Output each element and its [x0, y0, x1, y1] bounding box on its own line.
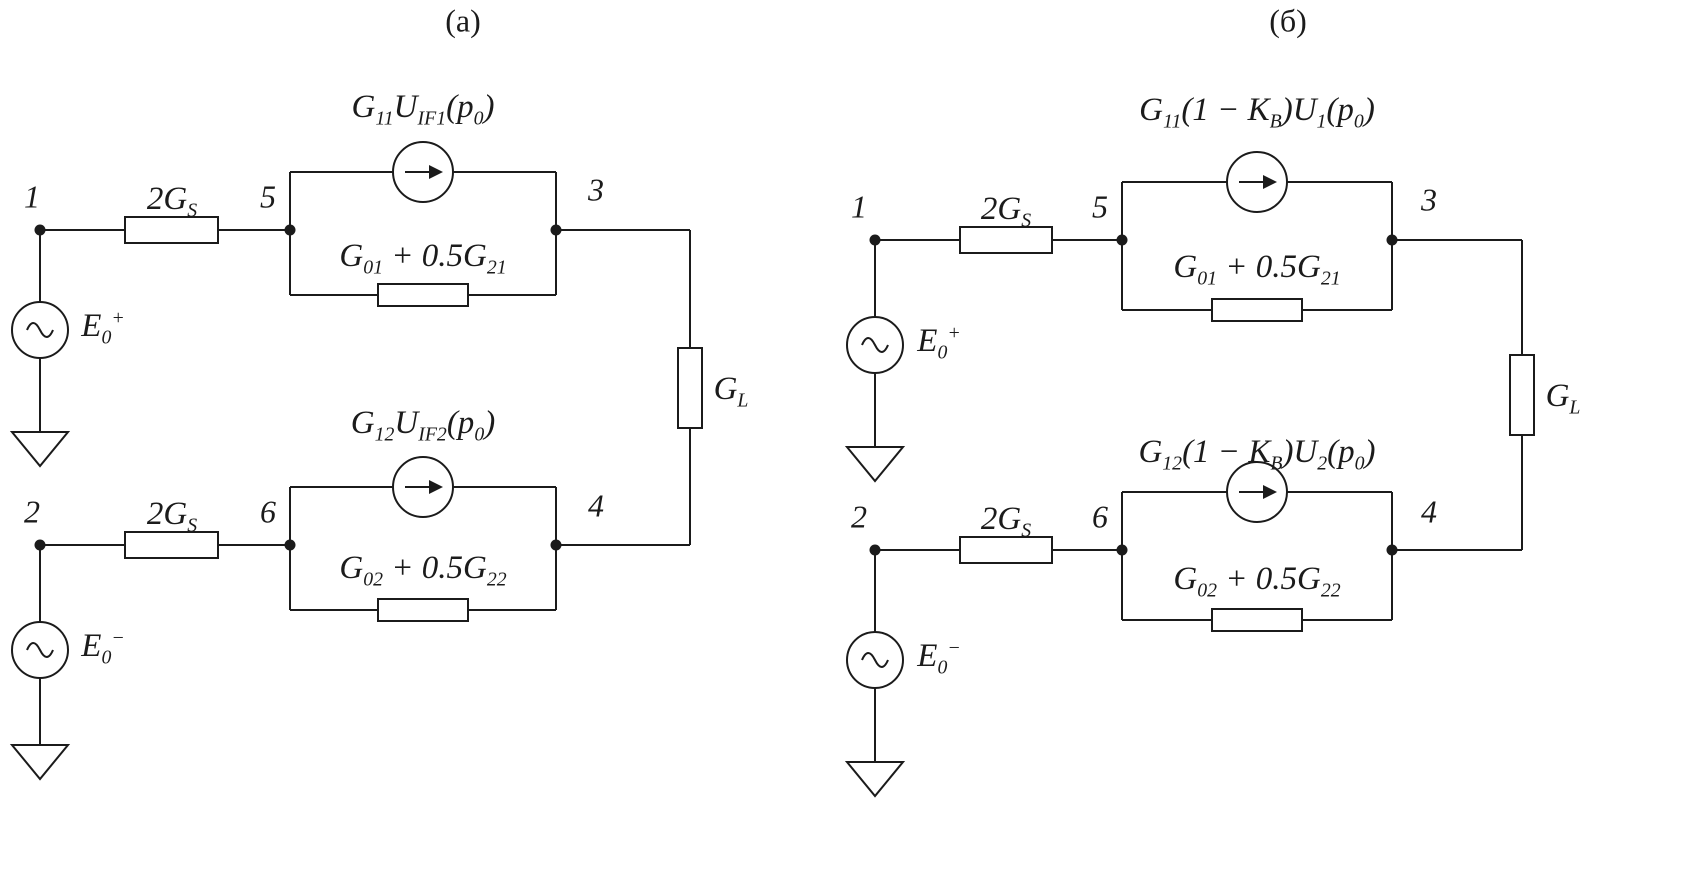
a-node-5-label: 5: [260, 178, 276, 215]
b-emf-bottom-label: E0−: [917, 636, 961, 679]
a-node-2-label: 2: [24, 493, 40, 530]
node-dot-6: [284, 539, 296, 551]
node-dot-3: [550, 224, 562, 236]
ground-icon-bottom: [9, 744, 71, 781]
circuit-b-graphics: [844, 151, 1535, 798]
sine-icon-top: [26, 322, 54, 338]
b-node-5-label: 5: [1092, 188, 1108, 225]
panel-a-title: (а): [445, 2, 481, 39]
conductance-resistor-top: [1211, 298, 1303, 322]
resistor-2gs-bottom: [959, 536, 1053, 564]
node-dot-4: [1386, 544, 1398, 556]
b-source-resistor-bottom-label: 2GS: [980, 500, 1032, 542]
b-emf-top-label: E0+: [917, 321, 961, 364]
circuit-a-graphics: [9, 141, 703, 781]
b-node-3-label: 3: [1421, 181, 1437, 218]
node-dot-3: [1386, 234, 1398, 246]
node-dot-2: [869, 544, 881, 556]
panel-b-title: (б): [1269, 2, 1307, 39]
conductance-resistor-bottom: [1211, 608, 1303, 632]
ground-icon-bottom: [844, 761, 906, 798]
a-emf-top-label: E0+: [81, 306, 125, 349]
a-current-source-top-label: G11UIF1(p0): [351, 88, 495, 130]
b-node-2-label: 2: [851, 498, 867, 535]
a-load-label: GL: [713, 370, 749, 412]
resistor-2gs-top: [124, 216, 219, 244]
a-source-resistor-bottom-label: 2GS: [146, 495, 198, 537]
ground-icon-top: [844, 446, 906, 483]
sine-icon-bottom: [26, 642, 54, 658]
b-current-source-bottom-label: G12(1 − KB)U2(p0): [1138, 433, 1376, 475]
conductance-resistor-top: [377, 283, 469, 307]
current-arrowhead-bottom: [429, 480, 443, 494]
a-node-3-label: 3: [588, 171, 604, 208]
circuit-b-wires: [874, 181, 1523, 762]
a-conductance-bottom-label: G02 + 0.5G22: [339, 549, 507, 591]
b-node-6-label: 6: [1092, 498, 1108, 535]
a-conductance-top-label: G01 + 0.5G21: [339, 237, 507, 279]
a-source-resistor-top-label: 2GS: [146, 180, 198, 222]
sine-icon-bottom: [861, 652, 889, 668]
node-dot-6: [1116, 544, 1128, 556]
current-arrowhead-bottom: [1263, 485, 1277, 499]
node-dot-5: [1116, 234, 1128, 246]
current-arrowhead-top: [1263, 175, 1277, 189]
b-load-label: GL: [1545, 377, 1581, 419]
load-resistor: [677, 347, 703, 429]
load-resistor: [1509, 354, 1535, 436]
b-current-source-top-label: G11(1 − KB)U1(p0): [1139, 91, 1375, 133]
b-node-4-label: 4: [1421, 493, 1437, 530]
b-source-resistor-top-label: 2GS: [980, 190, 1032, 232]
node-dot-4: [550, 539, 562, 551]
resistor-2gs-bottom: [124, 531, 219, 559]
b-conductance-bottom-label: G02 + 0.5G22: [1173, 560, 1341, 602]
current-arrowhead-top: [429, 165, 443, 179]
a-node-1-label: 1: [24, 178, 40, 215]
resistor-2gs-top: [959, 226, 1053, 254]
sine-icon-top: [861, 337, 889, 353]
node-dot-5: [284, 224, 296, 236]
a-emf-bottom-label: E0−: [81, 626, 125, 669]
ground-icon-top: [9, 431, 71, 468]
node-dot-1: [869, 234, 881, 246]
b-conductance-top-label: G01 + 0.5G21: [1173, 248, 1341, 290]
a-node-6-label: 6: [260, 493, 276, 530]
node-dot-2: [34, 539, 46, 551]
b-node-1-label: 1: [851, 188, 867, 225]
conductance-resistor-bottom: [377, 598, 469, 622]
a-current-source-bottom-label: G12UIF2(p0): [350, 404, 496, 446]
a-node-4-label: 4: [588, 487, 604, 524]
node-dot-1: [34, 224, 46, 236]
